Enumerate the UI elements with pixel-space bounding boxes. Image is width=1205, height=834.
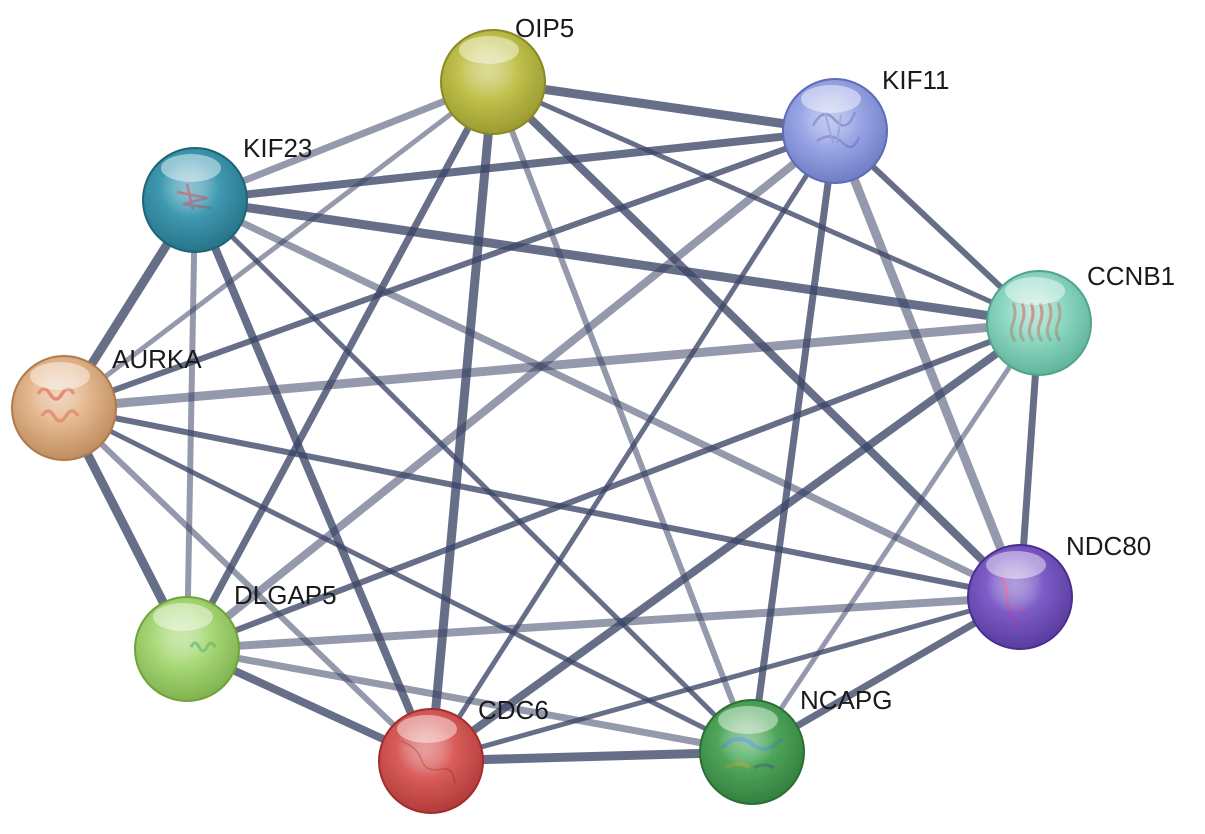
node-kif11-highlight bbox=[801, 85, 861, 113]
node-ncapg-highlight bbox=[718, 706, 778, 734]
node-label-ccnb1: CCNB1 bbox=[1087, 261, 1175, 291]
edge-ccnb1-aurka bbox=[59, 318, 1044, 413]
node-label-ncapg: NCAPG bbox=[800, 685, 892, 715]
node-cdc6-highlight bbox=[397, 715, 457, 743]
edge-ccnb1-dlgap5 bbox=[184, 320, 1042, 652]
node-dlgap5-highlight bbox=[153, 603, 213, 631]
node-ncapg[interactable] bbox=[699, 699, 805, 805]
node-cdc6[interactable] bbox=[378, 708, 484, 814]
node-label-kif11: KIF11 bbox=[882, 65, 949, 95]
node-label-ndc80: NDC80 bbox=[1066, 531, 1151, 561]
edge-ndc80-aurka bbox=[61, 405, 1023, 600]
node-kif11-shading bbox=[782, 78, 888, 184]
node-label-aurka: AURKA bbox=[112, 344, 202, 374]
node-ccnb1[interactable] bbox=[986, 270, 1092, 376]
node-label-kif23: KIF23 bbox=[243, 133, 312, 163]
node-ndc80[interactable] bbox=[967, 544, 1073, 650]
node-label-cdc6: CDC6 bbox=[478, 695, 549, 725]
edge-ccnb1-ncapg bbox=[749, 320, 1042, 755]
edge-ndc80-cdc6 bbox=[428, 594, 1023, 764]
edge-oip5-cdc6 bbox=[426, 77, 498, 766]
node-dlgap5-shading bbox=[134, 596, 240, 702]
node-kif23-shading bbox=[142, 147, 248, 253]
nodes-layer bbox=[11, 29, 1092, 814]
node-ndc80-shading bbox=[967, 544, 1073, 650]
node-ncapg-shading bbox=[699, 699, 805, 805]
node-label-oip5: OIP5 bbox=[515, 13, 574, 43]
edge-ndc80-dlgap5 bbox=[183, 593, 1024, 653]
edge-oip5-aurka bbox=[61, 79, 496, 411]
node-dlgap5[interactable] bbox=[134, 596, 240, 702]
edge-ncapg-aurka bbox=[61, 405, 755, 755]
edge-kif11-kif23 bbox=[191, 127, 839, 204]
node-label-dlgap5: DLGAP5 bbox=[234, 580, 337, 610]
edge-oip5-ccnb1 bbox=[490, 79, 1042, 326]
node-kif11[interactable] bbox=[782, 78, 888, 184]
edge-kif23-ccnb1 bbox=[190, 195, 1044, 328]
edge-oip5-ndc80 bbox=[489, 78, 1024, 601]
node-oip5-highlight bbox=[459, 36, 519, 64]
node-cdc6-shading bbox=[378, 708, 484, 814]
edge-kif23-cdc6 bbox=[191, 196, 435, 765]
edge-kif23-dlgap5 bbox=[184, 197, 198, 652]
node-ccnb1-shading bbox=[986, 270, 1092, 376]
edge-kif23-ndc80 bbox=[191, 196, 1024, 601]
node-kif23-highlight bbox=[161, 154, 221, 182]
edge-cdc6-aurka bbox=[61, 405, 434, 764]
node-ndc80-highlight bbox=[986, 551, 1046, 579]
edge-kif11-cdc6 bbox=[428, 128, 838, 764]
node-aurka-highlight bbox=[30, 362, 90, 390]
edge-kif11-ncapg bbox=[748, 127, 839, 756]
edge-ncapg-cdc6 bbox=[426, 747, 757, 766]
node-aurka-shading bbox=[11, 355, 117, 461]
edge-oip5-ncapg bbox=[490, 79, 755, 755]
edge-kif11-dlgap5 bbox=[183, 127, 839, 653]
edge-kif23-ncapg bbox=[192, 197, 755, 755]
node-kif23[interactable] bbox=[142, 147, 248, 253]
edge-ncapg-dlgap5 bbox=[183, 645, 756, 756]
edge-oip5-kif23 bbox=[191, 78, 497, 204]
edges-layer bbox=[59, 77, 1044, 766]
node-oip5[interactable] bbox=[440, 29, 546, 135]
edge-oip5-kif11 bbox=[488, 77, 840, 136]
node-aurka[interactable] bbox=[11, 355, 117, 461]
node-ccnb1-highlight bbox=[1005, 277, 1065, 305]
node-oip5-shading bbox=[440, 29, 546, 135]
